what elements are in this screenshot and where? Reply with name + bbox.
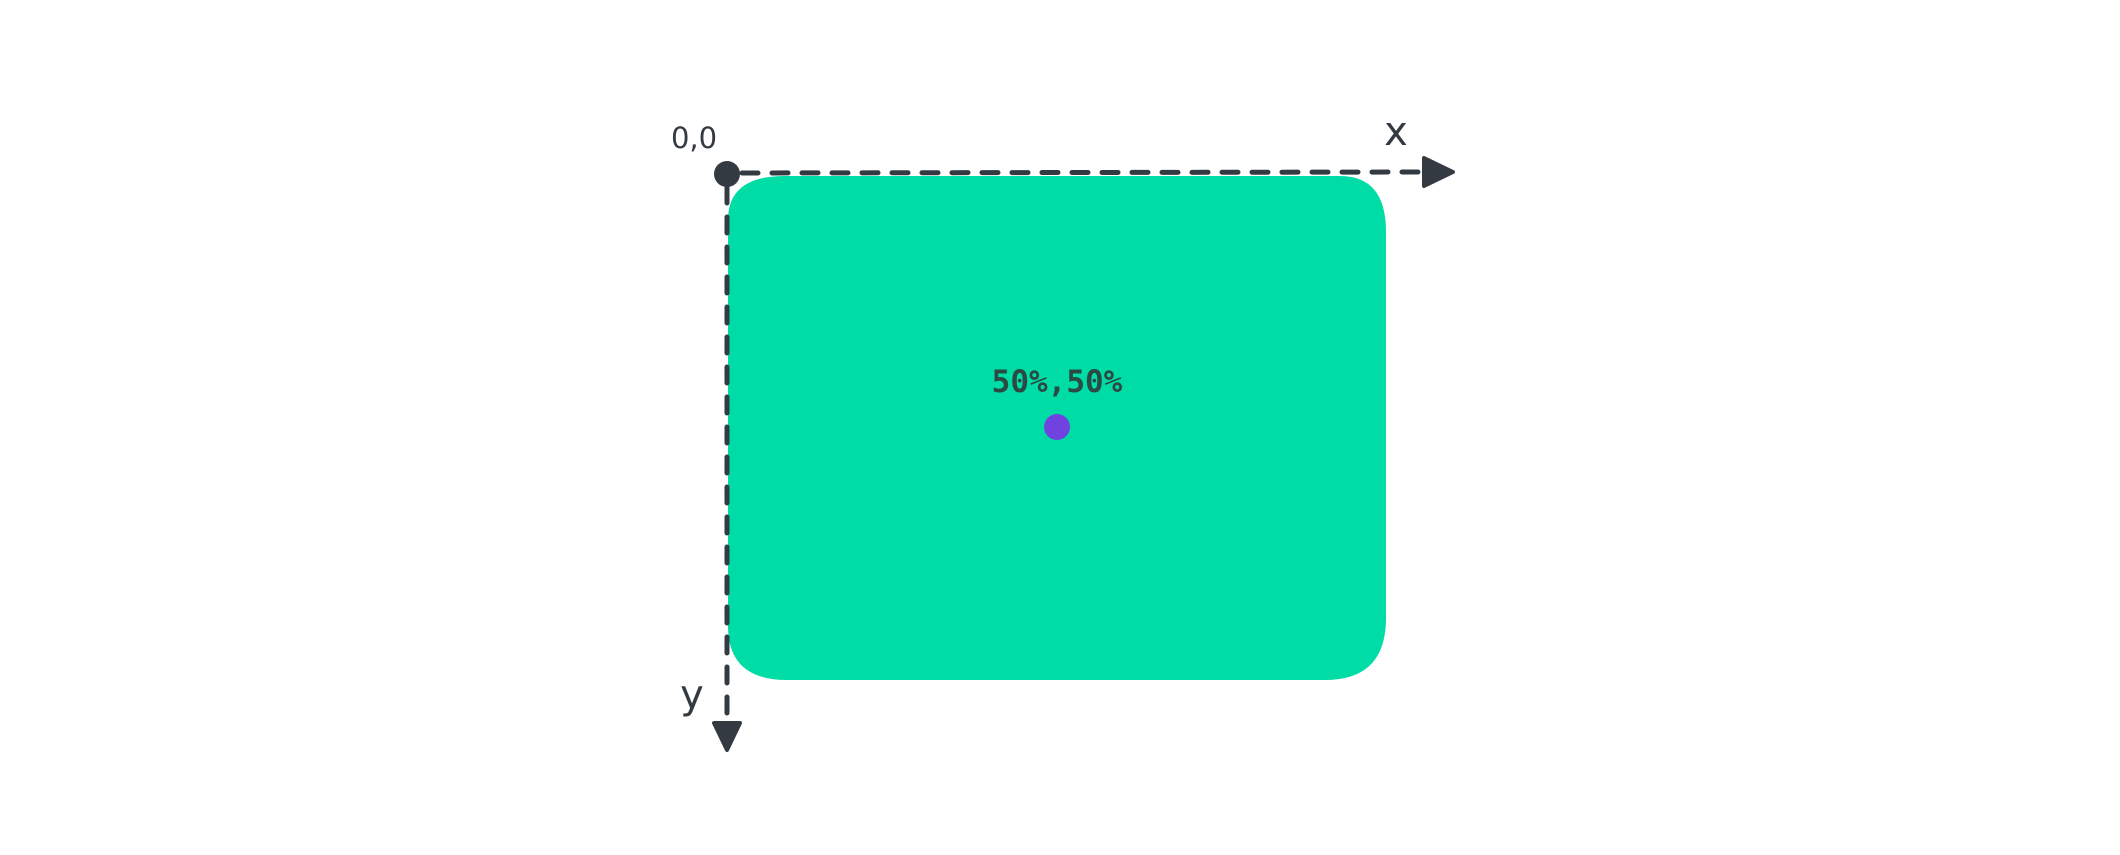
- x-axis-line: [739, 169, 1421, 176]
- y-arrow-icon: [712, 721, 742, 752]
- origin-marker-icon: [714, 161, 740, 187]
- y-axis-label: y: [680, 672, 704, 718]
- center-label: 50%,50%: [992, 364, 1123, 400]
- center-point-icon: [1044, 414, 1070, 440]
- x-axis-label: x: [1384, 109, 1408, 155]
- x-arrow-icon: [1422, 156, 1455, 188]
- origin-label: 0,0: [671, 121, 717, 155]
